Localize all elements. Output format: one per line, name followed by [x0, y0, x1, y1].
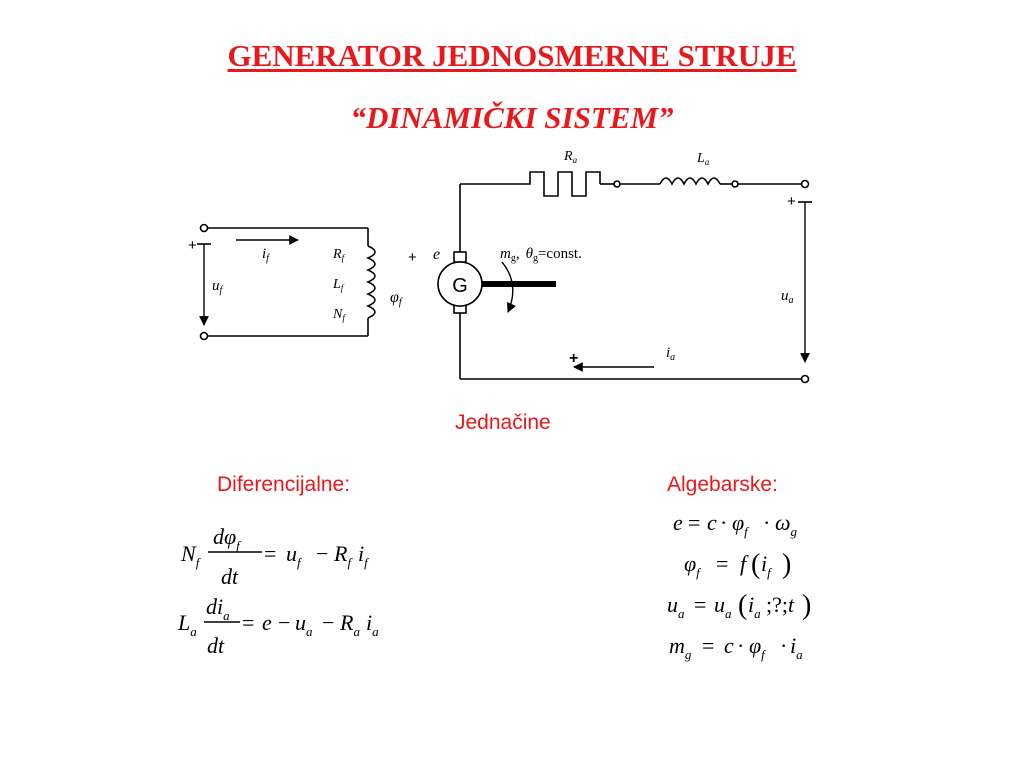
algebraic-equations: e = c · φf · ωg φf = f ( if ) ua = ua ( … — [667, 510, 811, 662]
eq1-uf: uf — [286, 541, 303, 570]
alg1-phi: φf — [732, 510, 750, 539]
field-terminal-top — [199, 223, 209, 233]
alg2-equals: = — [716, 551, 728, 576]
alg1-equals: = — [688, 510, 700, 535]
eq1-if: if — [358, 541, 370, 570]
armature-terminal-bottom — [800, 374, 810, 384]
eq2-minus2: − — [322, 610, 334, 635]
la-terminal — [731, 180, 739, 188]
eq1-N: Nf — [180, 541, 202, 570]
eq2-minus1: − — [278, 610, 290, 635]
alg2-lparen: ( — [751, 549, 760, 580]
field-terminal-bottom — [199, 331, 209, 341]
brush-top — [453, 251, 467, 263]
alg2-if: if — [761, 551, 773, 580]
alg1-dot2: · — [763, 510, 770, 535]
lf-label: Lf — [332, 277, 345, 293]
eq2-e: e — [262, 610, 272, 635]
alg1-e: e — [673, 510, 683, 535]
alg3-args: ;?;t — [766, 592, 795, 617]
ua-label: ua — [781, 288, 794, 306]
rf-label: Rf — [332, 247, 346, 263]
alg3-ua: ua — [667, 592, 685, 621]
uf-label: uf — [212, 278, 224, 296]
eq1-Rf: Rf — [333, 541, 353, 570]
if-label: if — [262, 246, 270, 264]
armature-terminal-top — [800, 179, 810, 189]
armature-circuit — [459, 171, 812, 384]
la-label: La — [696, 151, 710, 167]
alg3-ia: ia — [748, 592, 761, 621]
alg4-mg: mg — [669, 633, 692, 662]
eq2-Ra: Ra — [339, 610, 360, 639]
label-algebraic: Algebarske: — [667, 473, 778, 496]
e-label: e — [433, 246, 440, 263]
slide-subtitle: “DINAMIČKI SISTEM” — [350, 100, 674, 135]
generator-label: G — [452, 275, 468, 297]
differential-equations: Nf dφf dt = uf − Rf if La dia dt = e − u… — [177, 524, 379, 658]
alg4-equals: = — [702, 633, 714, 658]
ia-plus: + — [569, 350, 578, 367]
eq2-La: La — [177, 610, 197, 639]
alg2-f: f — [740, 551, 749, 576]
alg4-dot2: · — [780, 633, 787, 658]
uf-plus: + — [188, 237, 197, 254]
label-differential: Diferencijalne: — [217, 473, 351, 496]
eq1-equals: = — [264, 541, 276, 566]
alg2-phi: φf — [684, 551, 702, 580]
ra-resistor — [516, 171, 601, 197]
alg3-equals: = — [694, 592, 706, 617]
eq2-numerator: dia — [206, 594, 230, 623]
field-circuit — [197, 223, 376, 341]
ia-label: ia — [666, 345, 675, 363]
eq2-equals: = — [242, 610, 254, 635]
eq2-denominator: dt — [207, 633, 225, 658]
alg2-rparen: ) — [782, 549, 791, 580]
phi-f-label: φf — [390, 289, 403, 308]
generator-symbol — [437, 251, 556, 314]
section-label-equations: Jednačine — [455, 411, 551, 434]
alg3-ua2: ua — [714, 592, 732, 621]
eq2-ua: ua — [295, 610, 313, 639]
alg4-phi: φf — [749, 633, 767, 662]
ua-plus: + — [787, 193, 796, 210]
alg1-c: c — [707, 510, 717, 535]
eq1-numerator: dφf — [213, 524, 242, 553]
la-inductor — [659, 177, 721, 186]
slide-title: GENERATOR JEDNOSMERNE STRUJE — [227, 38, 797, 73]
alg4-ia: ia — [790, 633, 803, 662]
alg3-lparen: ( — [738, 590, 747, 621]
alg4-c: c — [724, 633, 734, 658]
alg3-rparen: ) — [802, 590, 811, 621]
field-coil — [365, 245, 376, 319]
nf-label: Nf — [332, 307, 346, 323]
ra-terminal — [613, 180, 621, 188]
alg1-dot1: · — [720, 510, 727, 535]
alg4-dot1: · — [737, 633, 744, 658]
eq1-denominator: dt — [221, 564, 239, 589]
eq2-ia: ia — [366, 610, 379, 639]
ra-label: Ra — [563, 149, 578, 165]
mg-theta-const-label: mg,θg=const. — [500, 246, 582, 264]
eq1-minus: − — [316, 541, 328, 566]
e-plus: + — [408, 249, 417, 266]
rotation-arrow — [501, 261, 516, 313]
alg1-omega: ωg — [775, 510, 798, 539]
